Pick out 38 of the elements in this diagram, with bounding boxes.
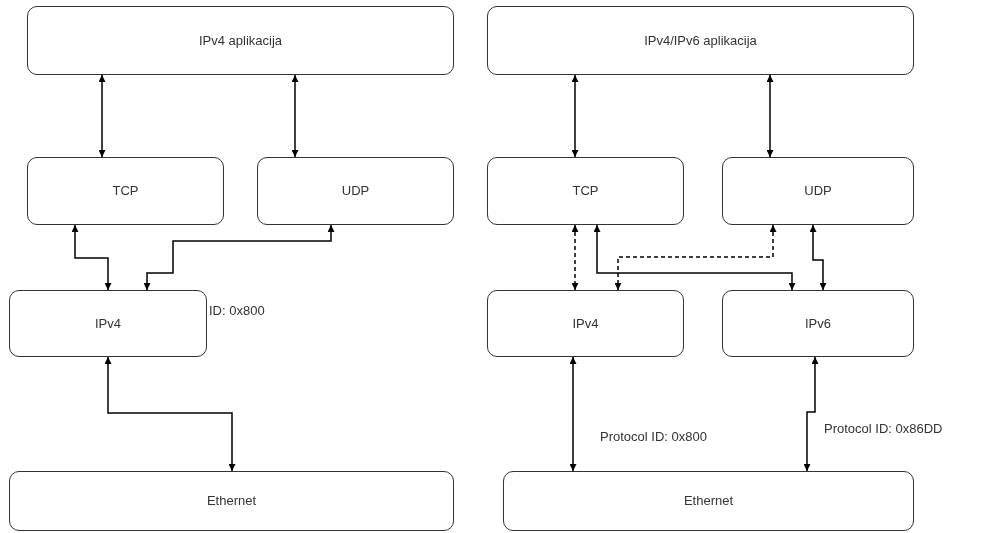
double-arrow bbox=[809, 224, 827, 291]
layer-name: UDP bbox=[804, 182, 832, 201]
layer-name: UDP bbox=[341, 182, 370, 201]
layer-box bbox=[257, 157, 454, 225]
double-arrow bbox=[291, 74, 299, 158]
layer-box bbox=[9, 471, 454, 531]
double-arrow bbox=[104, 356, 236, 472]
layer-name: IPv4 aplikacija bbox=[198, 31, 283, 50]
layer-name: Ethernet bbox=[683, 492, 734, 511]
double-arrow bbox=[766, 74, 774, 158]
protocol-id-label: Protocol ID: 0x800 bbox=[600, 429, 707, 445]
double-arrow bbox=[71, 224, 112, 291]
double-arrow bbox=[571, 74, 579, 158]
layer-name: IPv4 bbox=[95, 314, 121, 333]
layer-name: TCP bbox=[112, 182, 139, 201]
double-arrow bbox=[98, 74, 106, 158]
layer-name: TCP bbox=[572, 182, 599, 201]
double-arrow bbox=[593, 224, 796, 291]
layer-box bbox=[487, 157, 684, 225]
double-arrow bbox=[571, 224, 579, 291]
layer-box bbox=[27, 157, 224, 225]
layer-box bbox=[487, 290, 684, 357]
layer-box bbox=[503, 471, 914, 531]
layer-box bbox=[9, 290, 207, 357]
layer-box bbox=[722, 290, 914, 357]
double-arrow bbox=[614, 224, 777, 291]
layer-name: IPv4/IPv6 aplikacija bbox=[644, 31, 757, 50]
layer-name: IPv4 bbox=[572, 314, 599, 333]
double-arrow bbox=[569, 356, 577, 472]
layer-box bbox=[27, 6, 454, 75]
layer-name: Ethernet bbox=[206, 492, 257, 511]
layer-name: IPv6 bbox=[805, 314, 831, 333]
layer-box bbox=[722, 157, 914, 225]
double-arrow bbox=[143, 224, 335, 291]
protocol-id-label: ID: 0x800 bbox=[209, 303, 265, 319]
protocol-id-label: Protocol ID: 0x86DD bbox=[824, 421, 943, 437]
double-arrow bbox=[803, 356, 819, 472]
layer-box bbox=[487, 6, 914, 75]
